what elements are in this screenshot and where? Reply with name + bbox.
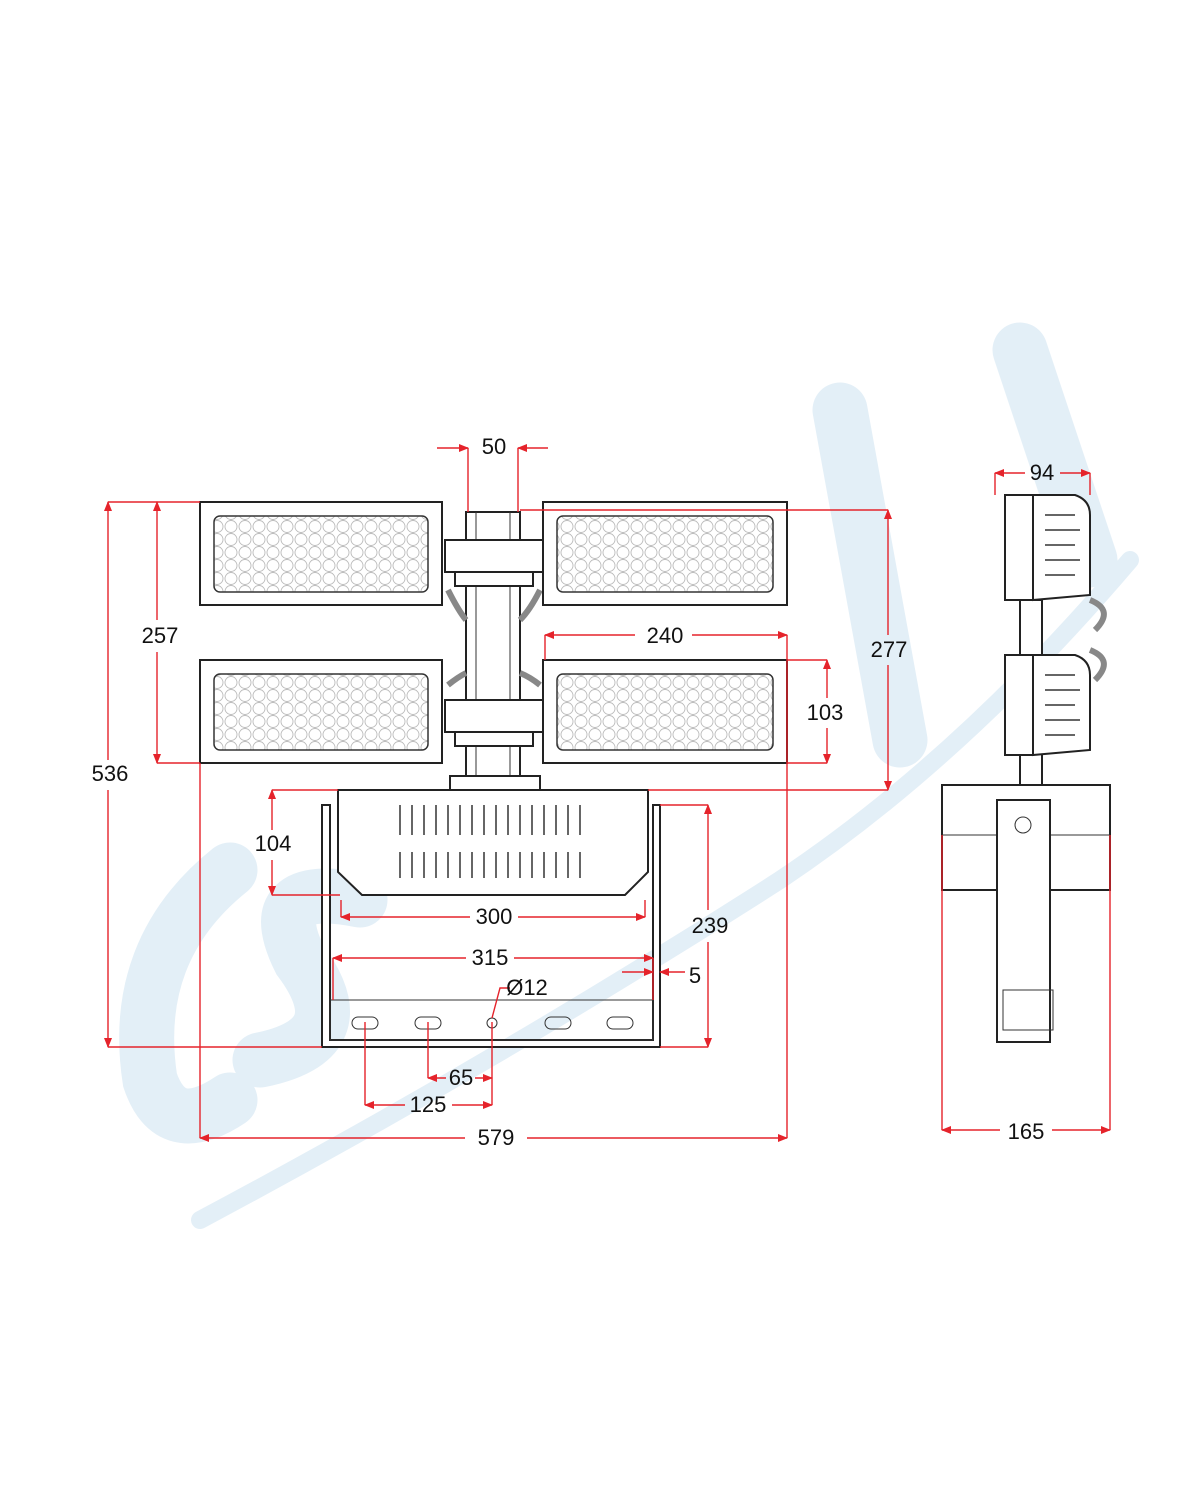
dim-overall-depth: 165 xyxy=(1008,1119,1045,1144)
side-view xyxy=(941,494,1111,1043)
dim-overall-height: 536 xyxy=(92,761,129,786)
led-module-bottom-right xyxy=(542,659,788,764)
clamps xyxy=(444,539,544,791)
dim-head-depth: 94 xyxy=(1030,460,1054,485)
dim-driver-height: 104 xyxy=(255,831,292,856)
dimension-labels: 50 257 536 240 277 103 104 300 239 315 5… xyxy=(92,434,1055,1150)
dim-bracket-inner-width: 315 xyxy=(472,945,509,970)
dim-slot-spacing-small: 65 xyxy=(449,1065,473,1090)
driver-box xyxy=(337,789,649,896)
dim-bracket-thickness: 5 xyxy=(689,963,701,988)
dim-head-pitch: 257 xyxy=(142,623,179,648)
dim-hole-diameter: Ø12 xyxy=(506,975,548,1000)
dim-driver-width: 300 xyxy=(476,904,513,929)
dim-module-height: 103 xyxy=(807,700,844,725)
dim-bracket-height: 239 xyxy=(692,913,729,938)
led-module-top-right xyxy=(542,501,788,606)
dim-slot-spacing-large: 125 xyxy=(410,1092,447,1117)
dim-overall-width: 579 xyxy=(478,1125,515,1150)
dim-pole-head-height: 277 xyxy=(871,637,908,662)
led-module-top-left xyxy=(199,501,443,606)
dim-module-width: 240 xyxy=(647,623,684,648)
led-module-bottom-left xyxy=(199,659,443,764)
front-view xyxy=(199,501,788,1048)
dimension-lines xyxy=(104,444,1111,1142)
dim-pole-width: 50 xyxy=(482,434,506,459)
